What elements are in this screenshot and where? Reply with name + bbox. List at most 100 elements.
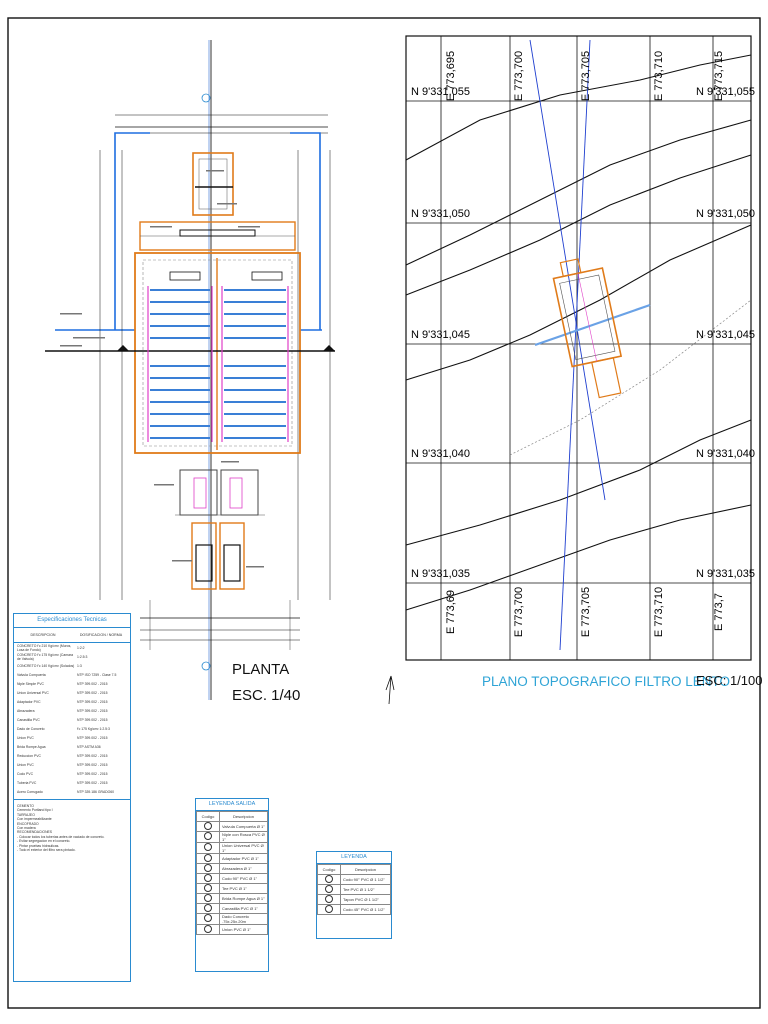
legend-description: Dado Concreto .75x.25x.20m: [219, 912, 268, 925]
fitting-symbol-icon: [204, 821, 212, 830]
legend-code-cell: [317, 893, 341, 905]
spec-norm: NTP 399.002 - 2015: [77, 753, 108, 758]
plan-title-block: PLANTA ESC. 1/40: [232, 660, 300, 706]
legend-code-cell: [196, 862, 220, 874]
spec-description: Union PVC: [17, 762, 34, 767]
spec-description: CONCRETO f'c 175 Kg/cm² (Camara de Valvu…: [17, 652, 73, 661]
table-header-row: Codigo Descripcion: [196, 811, 268, 822]
table-row: Tapon PVC Ø 1 1/2": [317, 893, 391, 905]
legend-salida-title: LEYENDA SALIDA: [196, 799, 268, 811]
spec-norm: NTP 399.002 - 2015: [77, 699, 108, 704]
spec-norm: NTP 399.002 - 2015: [77, 780, 108, 785]
spec-row: CONCRETO f'c 175 Kg/cm² (Camara de Valvu…: [14, 652, 130, 661]
legend-code-cell: [196, 841, 220, 854]
spec-norm: NTP ASTM A36: [77, 744, 101, 749]
table-header-row: Codigo Descripcion: [317, 864, 391, 875]
legend-description: Adaptador PVC Ø 1": [219, 852, 268, 864]
spec-norm: NTP 399.002 - 2015: [77, 690, 108, 695]
table-row: Dado Concreto .75x.25x.20m: [196, 912, 268, 925]
legend-description: Codo 45° PVC Ø 1 1/2": [340, 903, 391, 915]
legend-description: Union PVC Ø 1": [219, 923, 268, 935]
easting-label: E 773,69: [445, 589, 457, 635]
spec-norm: NTP 399.002 - 2015: [77, 771, 108, 776]
fitting-symbol-icon: [204, 914, 212, 922]
northing-label: N 9'331,050: [411, 208, 470, 220]
spec-description: Dado de Concreto: [17, 726, 45, 731]
spec-note: Con madera: [17, 826, 36, 831]
easting-label: E 773,715: [713, 50, 725, 102]
spec-norm: f'c 175 Kg/cm² 1:2.5:3: [77, 726, 110, 731]
table-row: Tee PVC Ø 1": [196, 882, 268, 894]
spec-description: Canastilla PVC: [17, 717, 40, 722]
spec-note: - Todo el exterior del filtro sera pinta…: [17, 848, 76, 853]
column-header: DOSIFICACION / NORMA: [79, 633, 123, 637]
legend-title: LEYENDA: [317, 852, 391, 864]
spec-row: Codo PVC NTP 399.002 - 2015: [14, 769, 130, 778]
spec-note: RECOMENDACIONES: [17, 830, 53, 835]
northing-label: N 9'331,045: [696, 329, 755, 341]
legend-code-cell: [317, 873, 341, 885]
spec-norm: NTP 399.002 - 2015: [77, 735, 108, 740]
spec-note: - Pintar pruebas hidraulicas.: [17, 843, 60, 848]
spec-description: CONCRETO f'c 210 Kg/cm² (Muros, Losa de …: [17, 643, 72, 652]
table-row: Niple con Rosca PVC Ø 1": [196, 830, 268, 843]
column-header: Codigo: [196, 811, 220, 822]
fitting-symbol-icon: [325, 894, 333, 903]
legend-code-cell: [196, 902, 220, 914]
legend-code-cell: [196, 892, 220, 904]
northing-label: N 9'331,035: [696, 568, 755, 580]
legend-code-cell: [196, 923, 220, 935]
topo-title: PLANO TOPOGRAFICO FILTRO LENTO: [482, 674, 731, 689]
spec-description: Codo PVC: [17, 771, 34, 776]
spec-description: Union PVC: [17, 735, 34, 740]
northing-label: N 9'331,055: [411, 86, 470, 98]
legend-table: LEYENDA Codigo Descripcion Codo 90° PVC …: [316, 851, 392, 939]
spec-norm: NTP 399.002 - 2015: [77, 708, 108, 713]
fitting-symbol-icon: [325, 904, 333, 913]
plan-view: [45, 40, 335, 700]
spec-description: Reduccion PVC: [17, 753, 41, 758]
column-header: Descripcion: [340, 864, 391, 875]
fitting-symbol-icon: [204, 883, 212, 892]
legend-code-cell: [196, 872, 220, 884]
spec-norm: NTP 399.002 - 2015: [77, 681, 108, 686]
spec-description: Valvula Compuerta: [17, 672, 46, 677]
column-header: DESCRIPCION: [30, 633, 56, 637]
spec-row: Union PVC NTP 399.002 - 2015: [14, 733, 130, 742]
legend-salida-table: LEYENDA SALIDA Codigo Descripcion Valvul…: [195, 798, 269, 972]
legend-description: Tee PVC Ø 1": [219, 882, 268, 894]
spec-row: CONCRETO f'c 140 Kg/cm² (Solados)1:3: [14, 661, 130, 670]
easting-label: E 773,710: [653, 586, 665, 638]
spec-norm: 1:2:2: [77, 645, 85, 650]
table-row: Canastilla PVC Ø 1": [196, 902, 268, 914]
north-arrow-icon: [385, 675, 395, 705]
legend-salida-grid: Codigo Descripcion Valvula Compuerta Ø 1…: [196, 811, 268, 935]
easting-label: E 773,700: [513, 586, 525, 638]
spec-norm: NTP 339.186 GRADO60: [77, 789, 115, 794]
spec-note: TARRAJEO: [17, 812, 35, 817]
table-row: Codo 45° PVC Ø 1 1/2": [317, 903, 391, 915]
spec-norm: 1:2.5:3: [77, 654, 88, 659]
spec-note: Cemento Portland tipo I: [17, 808, 53, 813]
fitting-symbol-icon: [204, 863, 212, 872]
legend-description: Brida Rompe Agua Ø 1": [219, 892, 268, 904]
table-row: Adaptador PVC Ø 1": [196, 852, 268, 864]
legend-rows: Codo 90° PVC Ø 1 1/2"Tee PVC Ø 1 1/2"Tap…: [317, 873, 391, 915]
fitting-symbol-icon: [325, 874, 333, 883]
spec-norm: 1:3: [77, 663, 82, 668]
legend-code-cell: [196, 820, 220, 832]
legend-code-cell: [196, 912, 220, 925]
northing-label: N 9'331,045: [411, 329, 470, 341]
legend-description: Abrazadera Ø 1": [219, 862, 268, 874]
table-row: Union PVC Ø 1": [196, 923, 268, 935]
easting-label: E 773,705: [580, 50, 592, 102]
legend-description: Union Universal PVC Ø 1": [219, 841, 268, 854]
